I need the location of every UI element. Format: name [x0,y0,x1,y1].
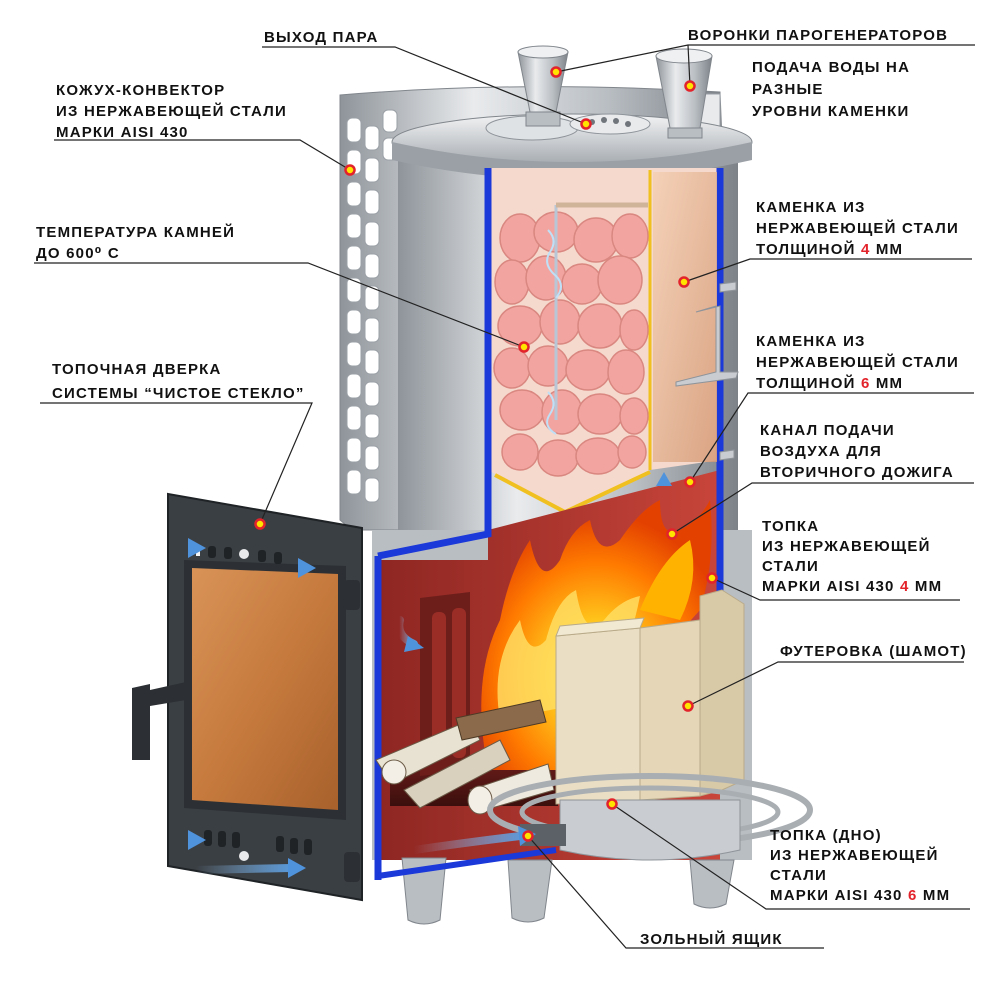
callout-markers [254,66,718,842]
firebox-bottom-thickness: 6 [907,887,918,904]
label-heater-4mm: КАМЕНКА ИЗ НЕРЖАВЕЮЩЕЙ СТАЛИ ТОЛЩИНОЙ 4 … [756,199,959,258]
heater-6mm-thickness: 6 [860,375,871,392]
firewood [375,699,555,815]
label-ash-box: ЗОЛЬНЫЙ ЯЩИК [640,931,783,948]
label-firebox-bottom: ТОПКА (ДНО) ИЗ НЕРЖАВЕЮЩЕЙ СТАЛИ МАРКИ A… [770,827,951,904]
leader-lines [34,44,975,949]
label-chamotte-lining: ФУТЕРОВКА (ШАМОТ) [780,643,967,660]
label-heater-6mm: КАМЕНКА ИЗ НЕРЖАВЕЮЩЕЙ СТАЛИ ТОЛЩИНОЙ 6 … [756,333,959,392]
label-air-channel: КАНАЛ ПОДАЧИ ВОЗДУХА ДЛЯ ВТОРИЧНОГО ДОЖИ… [760,422,954,481]
label-generator-funnels: ВОРОНКИ ПАРОГЕНЕРАТОРОВ [688,27,949,44]
firebox-thickness: 4 [899,578,910,595]
label-casing: КОЖУХ-КОНВЕКТОР ИЗ НЕРЖАВЕЮЩЕЙ СТАЛИ МАР… [56,82,287,141]
label-steam-exit: ВЫХОД ПАРА [264,29,379,46]
heater-shelves [675,281,739,461]
label-firebox: ТОПКА ИЗ НЕРЖАВЕЮЩЕЙ СТАЛИ МАРКИ AISI 43… [762,518,943,595]
label-water-supply: ПОДАЧА ВОДЫ НА РАЗНЫЕ УРОВНИ КАМЕНКИ [752,59,911,120]
stones [493,211,649,477]
label-firebox-door: ТОПОЧНАЯ ДВЕРКА СИСТЕМЫ “ЧИСТОЕ СТЕКЛО” [52,361,305,402]
firebox-door [132,492,363,902]
funnel-right [655,48,713,139]
label-stone-temperature: ТЕМПЕРАТУРА КАМНЕЙ ДО 600⁰ С [36,224,236,262]
air-flow-arrowheads [188,472,672,878]
water-pipe [546,202,648,435]
heater-4mm-thickness: 4 [860,241,871,258]
